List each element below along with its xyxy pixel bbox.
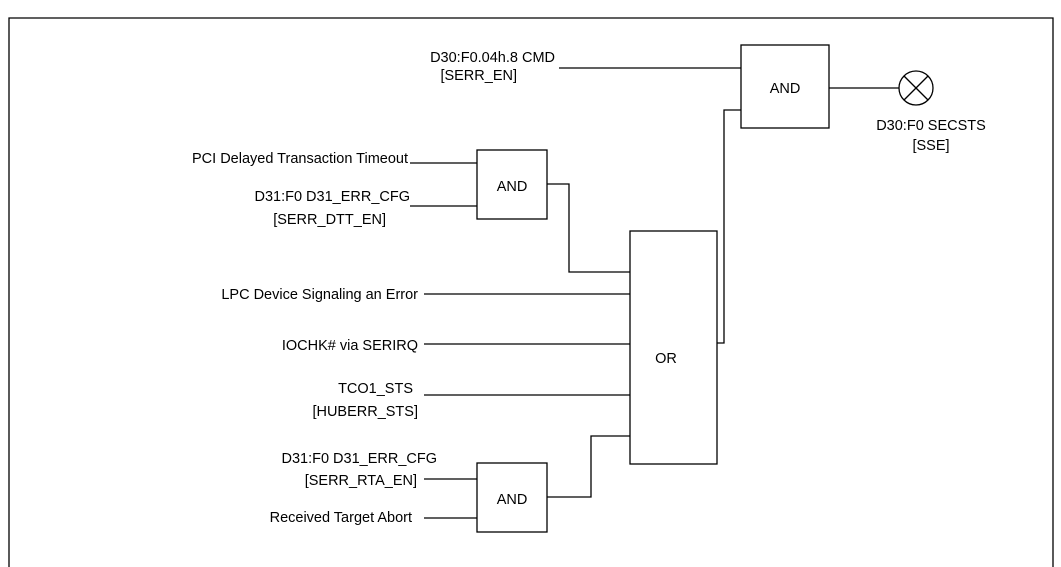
wire-and-dtt-to-or bbox=[547, 183, 630, 273]
input-d30-cmd-line2: [SERR_EN] bbox=[440, 68, 517, 84]
input-received-abort: Received Target Abort bbox=[270, 510, 412, 526]
input-pci-delayed: PCI Delayed Transaction Timeout bbox=[192, 151, 408, 167]
and-gate-dtt-label: AND bbox=[497, 179, 528, 195]
input-d30-cmd-line1: D30:F0.04h.8 CMD bbox=[430, 50, 555, 66]
wire-or-to-and-top bbox=[717, 109, 741, 344]
output-label-line2: [SSE] bbox=[912, 138, 949, 154]
input-d31-rta-line2: [SERR_RTA_EN] bbox=[305, 473, 417, 489]
and-gate-top bbox=[740, 44, 830, 129]
diagram-frame bbox=[8, 17, 1054, 567]
input-tco1-line1: TCO1_STS bbox=[338, 381, 413, 397]
output-label-line1: D30:F0 SECSTS bbox=[876, 118, 986, 134]
or-gate-main-label: OR bbox=[655, 351, 677, 367]
input-iochk: IOCHK# via SERIRQ bbox=[282, 338, 418, 354]
input-d31-rta-line1: D31:F0 D31_ERR_CFG bbox=[281, 451, 437, 467]
input-tco1-line2: [HUBERR_STS] bbox=[312, 404, 418, 420]
output-node-cross-b bbox=[903, 75, 929, 101]
and-gate-rta-label: AND bbox=[497, 492, 528, 508]
wire-and-rta-to-or bbox=[547, 435, 630, 498]
input-lpc-error: LPC Device Signaling an Error bbox=[221, 287, 418, 303]
input-d31-dtt-line2: [SERR_DTT_EN] bbox=[273, 212, 386, 228]
output-node-icon bbox=[898, 70, 934, 106]
and-gate-dtt bbox=[476, 149, 548, 220]
and-gate-top-label: AND bbox=[770, 81, 801, 97]
input-d31-dtt-line1: D31:F0 D31_ERR_CFG bbox=[254, 189, 410, 205]
and-gate-rta bbox=[476, 462, 548, 533]
or-gate-main bbox=[629, 230, 718, 465]
